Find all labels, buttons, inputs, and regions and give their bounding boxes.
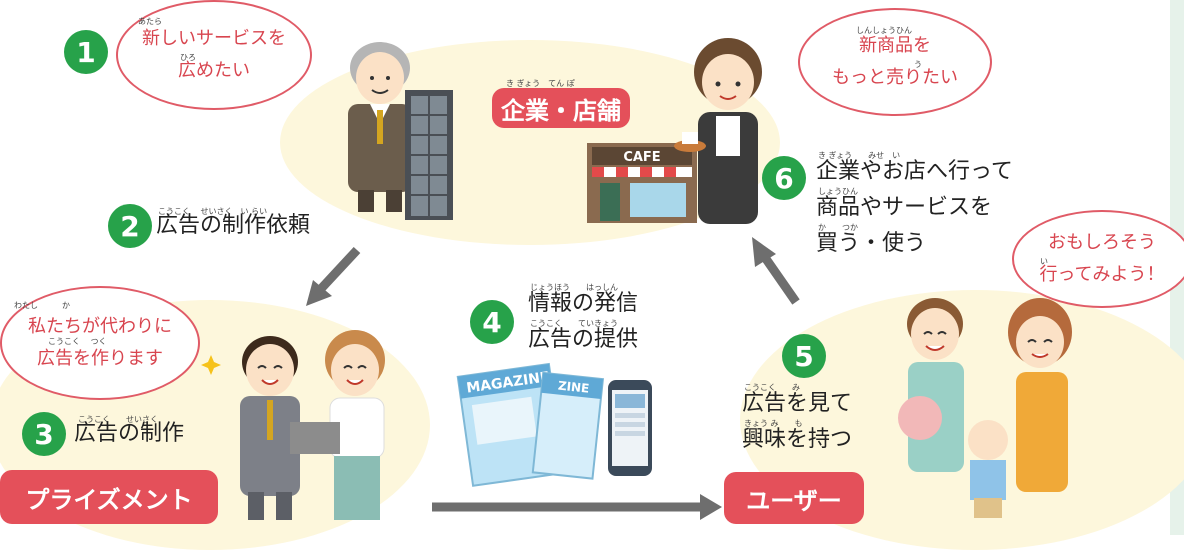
bubble-line: 広告を作ります	[37, 348, 163, 369]
arrow-head-down-left	[306, 280, 332, 306]
arrow-head-right	[700, 494, 722, 520]
bubble-line: もっと売りたい	[832, 67, 958, 88]
step-5-text: 広告を見て 興味を持つ	[742, 386, 852, 458]
arrow-head-up-left	[752, 237, 776, 267]
family-illustration	[898, 298, 1072, 518]
family-speech-bubble: おもしろそう 行ってみよう！	[1012, 210, 1184, 308]
step-4-line: 情報の発信	[528, 291, 639, 316]
step-3-ruby: こうこく せいさく	[78, 415, 158, 424]
step-4-line: 広告の提供	[528, 327, 639, 352]
step-2-text: 広告の制作依頼	[156, 208, 310, 244]
ruby-i: い	[1040, 257, 1048, 266]
step-6-line: 買う・使う	[816, 231, 927, 256]
step-4-ruby-1: じょうほう はっしん	[530, 283, 618, 292]
step-5-line: 広告を見て	[742, 391, 853, 416]
agency-staff-illustration	[240, 330, 385, 520]
step-1-badge: 1	[64, 30, 108, 74]
step-6-line: 商品やサービスを	[816, 195, 993, 220]
bubble-line: おもしろそう	[1048, 232, 1156, 253]
bubble-line: 広めたい	[178, 60, 250, 81]
ruby-shinshouhin: しんしょうひん	[856, 26, 912, 35]
bubble-line: 私たちが代わりに	[28, 316, 172, 337]
step-6-ruby-3: か つか	[818, 223, 858, 232]
step-3-text: 広告の制作	[74, 416, 184, 452]
ruby-u: う	[914, 60, 922, 69]
cafe-shop-illustration: CAFE	[587, 143, 697, 223]
bubble-line: 行ってみよう！	[1039, 264, 1165, 285]
user-label-text: ユーザー	[746, 486, 842, 515]
flow-arrows	[306, 237, 800, 520]
step-5-ruby-1: こうこく み	[744, 383, 800, 392]
bubble-line: 新しいサービスを	[142, 28, 286, 49]
user-label: ユーザー	[724, 472, 864, 524]
step-5-line: 興味を持つ	[742, 427, 853, 452]
step-4-text: 情報の発信 広告の提供	[528, 286, 638, 358]
step-3-badge: 3	[22, 412, 66, 456]
ruby-koukoku-tsuku: こうこく つく	[48, 337, 107, 346]
arrow-user-to-company	[760, 253, 800, 305]
step-6-badge: 6	[762, 156, 806, 200]
arrow-company-to-agency	[314, 246, 361, 296]
step-6-ruby-2: しょうひん	[818, 187, 858, 196]
ruby-watashi: わたし か	[14, 301, 70, 310]
agency-label: プライズメント	[0, 470, 218, 524]
step-4-badge: 4	[470, 300, 514, 344]
office-building-illustration	[405, 90, 453, 220]
company-man-illustration	[348, 42, 412, 212]
step-3-line: 広告の制作	[74, 421, 185, 446]
step-6-ruby-1: き ぎょう みせ い	[818, 151, 901, 160]
shop-woman-speech-bubble: 新商品を もっと売りたい	[798, 8, 992, 116]
bubble-line: 新商品を	[859, 35, 931, 56]
agency-label-text: プライズメント	[25, 485, 193, 514]
company-man-speech-bubble: 新しいサービスを 広めたい	[116, 0, 312, 110]
step-2-line: 広告の制作依頼	[156, 213, 311, 238]
company-shop-label: 企業・店舗	[492, 88, 630, 128]
step-6-line: 企業やお店へ行って	[816, 159, 1013, 184]
step-5-ruby-2: きょう み も	[744, 419, 803, 428]
step-5-badge: 5	[782, 334, 826, 378]
step-2-ruby: こうこく せいさく い らい	[158, 207, 268, 216]
ruby-atara: あたら	[138, 17, 162, 26]
company-label-ruby: き ぎょう てん ぽ	[506, 79, 575, 88]
magazine-title-2: ZINE	[557, 379, 590, 396]
company-shop-label-text: 企業・店舗	[501, 96, 621, 125]
step-2-badge: 2	[108, 204, 152, 248]
sparkle-icon	[201, 355, 221, 375]
cafe-sign-text: CAFE	[623, 150, 660, 165]
step-6-text: 企業やお店へ行って 商品やサービスを 買う・使う	[816, 154, 1013, 262]
ruby-hiro: ひろ	[180, 53, 196, 62]
step-4-ruby-2: こうこく ていきょう	[530, 319, 618, 328]
agency-speech-bubble: 私たちが代わりに 広告を作ります	[0, 286, 200, 400]
shop-woman-illustration	[674, 38, 762, 224]
magazines-and-phone-illustration: MAGAZINE ZINE	[456, 362, 652, 487]
